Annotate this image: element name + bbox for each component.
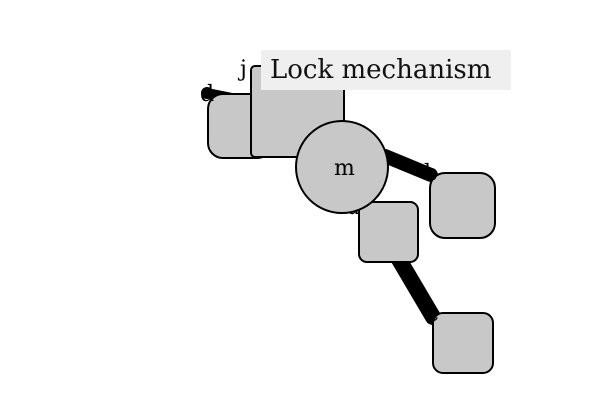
endpoint-d: [201, 87, 213, 99]
caption-group: Lock mechanism: [261, 50, 511, 90]
node-m[interactable]: m: [295, 120, 389, 214]
edge-u-e: [389, 248, 441, 325]
node-label-j: j: [237, 57, 247, 82]
node-e[interactable]: e: [426, 302, 494, 374]
node-label-d: d: [200, 82, 214, 107]
diagram-caption: Lock mechanism: [270, 55, 491, 85]
node-b[interactable]: b: [424, 161, 496, 239]
node-label-e: e: [426, 302, 439, 327]
node-label-b: b: [424, 161, 438, 186]
node-label-m: m: [334, 156, 355, 181]
caption-box: [261, 50, 511, 90]
edge-m-b: [378, 149, 438, 182]
